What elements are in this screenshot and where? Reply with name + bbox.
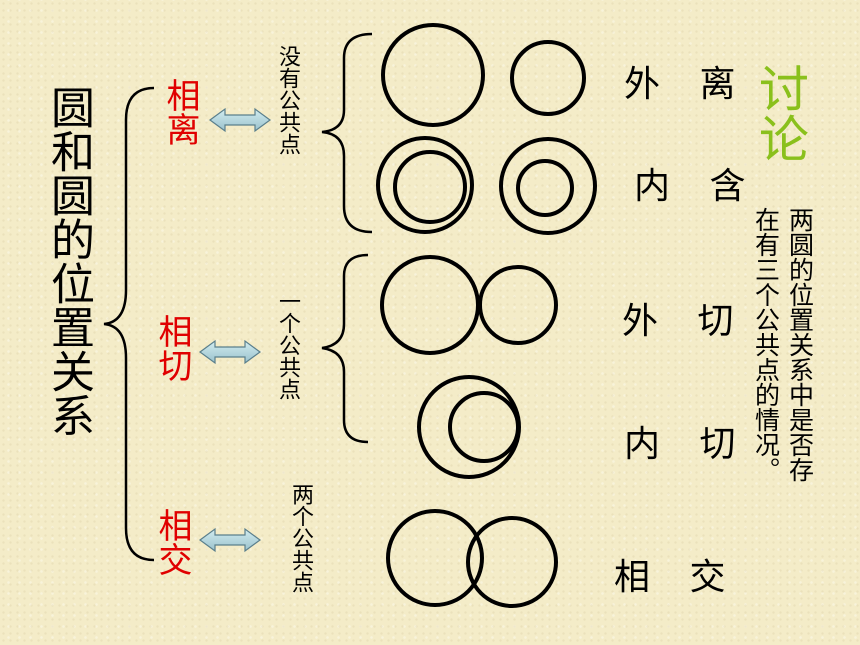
circle-intersect-right [466,516,558,608]
circle-int-tangent-outer [417,375,521,479]
circle-ext-tangent-large [380,255,480,355]
main-title: 圆和圆的位置关系 [43,85,94,437]
position-intersect: 相 交 [614,557,740,598]
discussion-title: 讨论 [751,63,809,163]
double-arrow-tangent [198,339,262,365]
brace-tangent [321,253,369,444]
circle-ext-tangent-small [478,265,558,345]
circle-contain-inner-b [516,159,574,217]
category-intersect-label: 相交 [152,508,192,576]
category-separate-label: 相离 [160,78,200,146]
category-tangent-label: 相切 [152,314,192,382]
position-internal-contain: 内 含 [634,166,760,207]
position-external-separate: 外 离 [624,64,750,105]
double-arrow-separate [208,107,272,133]
circle-int-tangent-inner [448,391,520,463]
desc-two-common-points: 两个公共点 [288,483,313,593]
circle-separate-small [510,40,586,116]
circle-intersect-left [386,509,484,607]
discussion-question-line2: 在有三个公共点的情况。 [751,207,781,482]
desc-one-common-point: 一个公共点 [275,290,300,400]
double-arrow-intersect [198,527,262,553]
discussion-question-line1: 两圆的位置关系中是否存 [785,207,815,482]
position-internal-tangent: 内 切 [624,424,750,465]
circle-contain-outer-b [499,137,597,235]
main-brace [103,86,155,562]
brace-separate [321,32,373,234]
circle-contain-outer-a [376,136,474,234]
position-external-tangent: 外 切 [622,301,748,342]
circle-contain-inner-a [393,150,467,224]
desc-no-common-point: 没有公共点 [275,45,300,155]
circle-separate-large [381,23,485,127]
